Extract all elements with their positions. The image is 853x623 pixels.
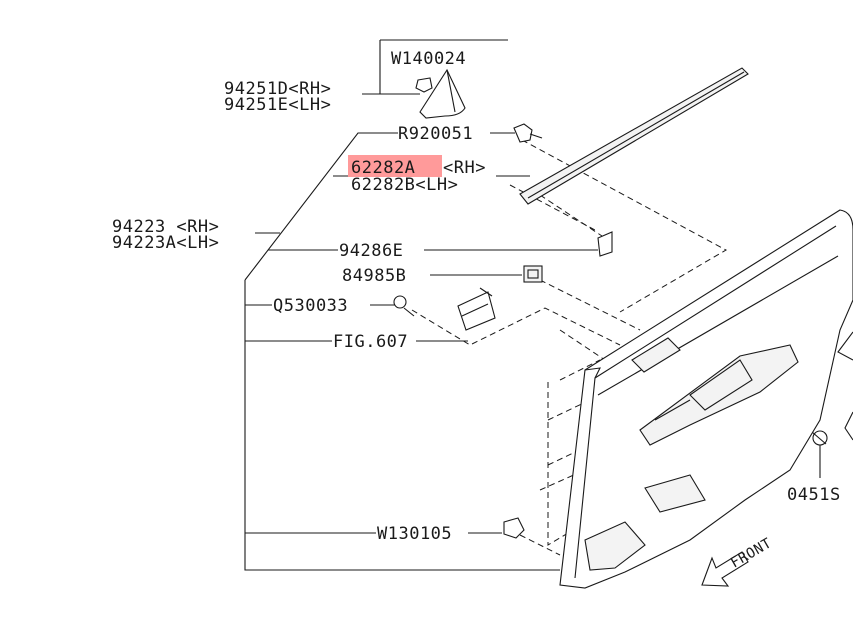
part-labels: W140024 94251D<RH> 94251E<LH> R920051 62… xyxy=(112,49,841,571)
clip-w130105 xyxy=(503,517,525,539)
label-62282a-side: <RH> xyxy=(443,158,486,178)
screw-q530033 xyxy=(393,295,415,317)
label-94223: 94223 <RH> xyxy=(112,217,219,237)
label-w140024: W140024 xyxy=(391,49,466,69)
front-arrow-icon xyxy=(701,551,749,587)
label-94286e: 94286E xyxy=(339,241,403,261)
label-fig607: FIG.607 xyxy=(333,332,408,352)
label-0451s: 0451S xyxy=(787,485,841,505)
weatherstrip-part xyxy=(519,67,749,205)
label-front: FRONT xyxy=(728,535,775,571)
label-r920051: R920051 xyxy=(398,124,473,144)
label-q530033: Q530033 xyxy=(273,296,348,316)
label-94223a: 94223A<LH> xyxy=(112,233,219,253)
highlight-62282a xyxy=(348,155,442,177)
clip-84985b xyxy=(523,265,543,283)
mirror-cover-part xyxy=(415,68,466,119)
screw-0451s xyxy=(811,430,828,446)
clip-94286e xyxy=(597,231,613,257)
label-84985b: 84985B xyxy=(342,266,406,286)
label-w130105: W130105 xyxy=(377,524,452,544)
leader-lines xyxy=(244,39,821,571)
label-62282a: 62282A xyxy=(351,158,415,178)
screw-r920051 xyxy=(513,123,543,143)
label-62282b: 62282B<LH> xyxy=(351,175,458,195)
inner-handle-part xyxy=(457,287,496,331)
door-trim-panel xyxy=(559,209,853,589)
label-94251d: 94251D<RH> xyxy=(224,79,331,99)
edge-partial-part xyxy=(837,331,853,441)
label-94251e: 94251E<LH> xyxy=(224,95,331,115)
